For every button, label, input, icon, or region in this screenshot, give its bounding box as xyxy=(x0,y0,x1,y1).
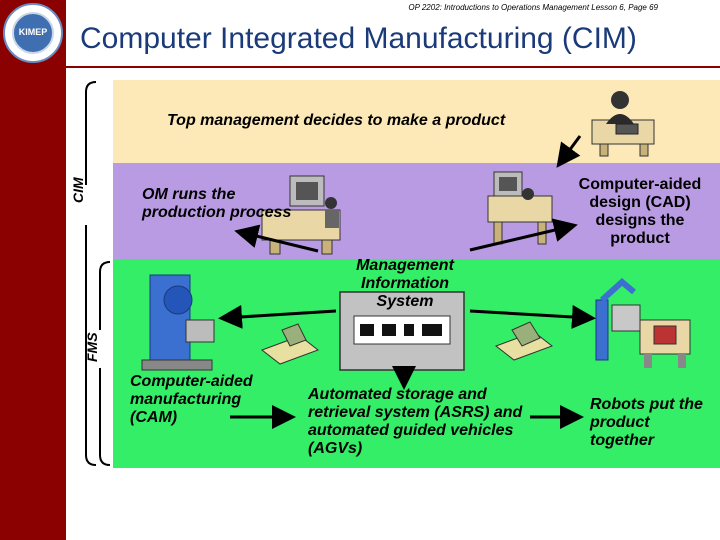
kimep-logo: KIMEP xyxy=(3,3,63,63)
fms-bracket xyxy=(99,261,111,466)
page-title: Computer Integrated Manufacturing (CIM) xyxy=(80,22,637,55)
cad-workstation-icon xyxy=(487,171,553,245)
cim-bracket xyxy=(85,81,97,466)
title-rule xyxy=(66,66,720,68)
cam-machine-icon xyxy=(141,274,215,371)
arrow-mis-to-cam xyxy=(218,304,337,329)
mis-computer-icon xyxy=(339,291,465,371)
arrow-mis-to-robots xyxy=(469,304,596,329)
fms-bracket-label: FMS xyxy=(84,332,100,362)
agv-cart-icon xyxy=(260,323,320,365)
arrow-mis-to-cad xyxy=(469,218,578,252)
cam-label: Computer-aided manufacturing (CAM) xyxy=(130,373,253,426)
agv-cart-icon xyxy=(494,321,554,361)
om-label: OM runs the production process xyxy=(142,186,292,221)
band-design-operations xyxy=(113,163,720,259)
arrow-top-to-cad xyxy=(556,135,582,168)
top-management-label: Top management decides to make a product xyxy=(167,112,506,129)
arrow-mis-to-om xyxy=(234,224,319,253)
left-color-bar xyxy=(0,0,66,540)
asrs-label: Automated storage and retrieval system (… xyxy=(308,386,523,457)
mis-label: Management Information System xyxy=(356,257,454,310)
logo-emblem: KIMEP xyxy=(12,12,54,54)
course-line: OP 2202: Introductions to Operations Man… xyxy=(408,3,658,12)
robots-label: Robots put the product together xyxy=(590,396,703,449)
robot-arm-icon xyxy=(595,278,691,368)
logo-text: KIMEP xyxy=(18,27,48,37)
manager-desk-icon xyxy=(591,91,655,157)
cad-label: Computer-aided design (CAD) designs the … xyxy=(578,176,702,247)
cim-bracket-label: CIM xyxy=(70,177,86,203)
workstation-icon xyxy=(261,175,341,255)
